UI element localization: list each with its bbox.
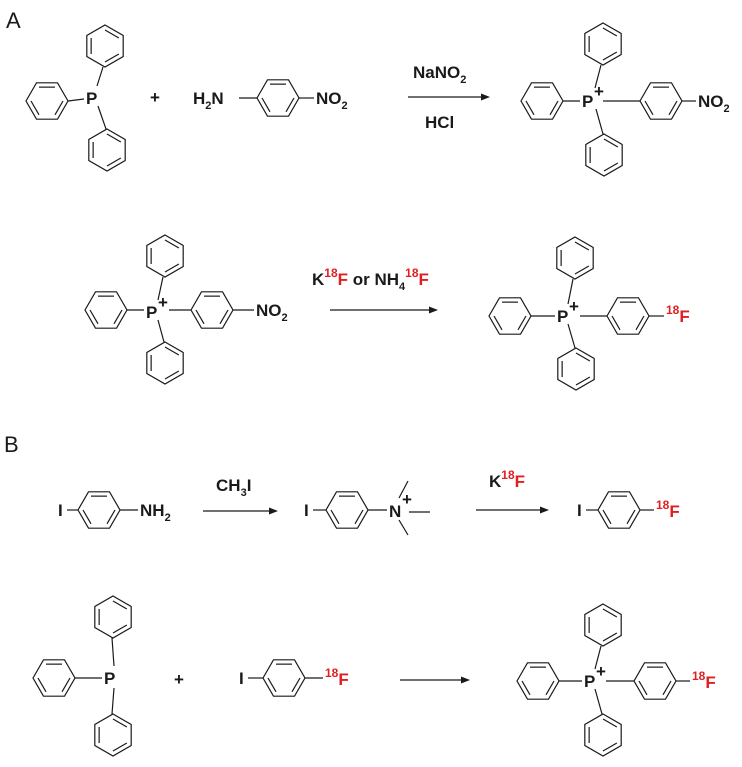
- panel-label-b: B: [4, 432, 19, 457]
- svg-text:NH2: NH2: [140, 501, 171, 524]
- triphenylphosphine-b2: P: [32, 595, 132, 757]
- reaction-arrow-b3: [400, 676, 470, 684]
- reaction-arrow-a1: NaNO2 HCl: [408, 63, 490, 132]
- svg-text:NO2: NO2: [256, 301, 288, 324]
- svg-text:P: P: [146, 303, 157, 322]
- fluorophenyl-phosphonium-product-a: P + 18F: [488, 236, 690, 391]
- svg-text:18F: 18F: [692, 669, 716, 692]
- atom-p: P: [86, 89, 97, 108]
- svg-text:18F: 18F: [656, 498, 680, 521]
- svg-text:+: +: [158, 293, 168, 312]
- iodoaniline: I NH2: [58, 491, 171, 529]
- svg-text:+: +: [569, 297, 579, 316]
- svg-text:N: N: [389, 502, 401, 521]
- svg-text:I: I: [577, 501, 582, 520]
- svg-text:K18F: K18F: [489, 468, 525, 491]
- plus-sign: +: [150, 88, 160, 107]
- reaction-arrow-a2: K18F or NH418F: [312, 266, 438, 314]
- svg-text:+: +: [402, 490, 412, 509]
- fluoro-iodobenzene-product: I 18F: [577, 491, 680, 529]
- svg-text:CH3I: CH3I: [216, 476, 251, 499]
- svg-text:18F: 18F: [666, 303, 690, 326]
- svg-text:I: I: [239, 669, 244, 688]
- svg-text:K18F or NH418F: K18F or NH418F: [312, 266, 429, 293]
- svg-text:P: P: [104, 669, 115, 688]
- reaction-arrow-b1: CH3I: [203, 476, 278, 515]
- svg-text:P: P: [584, 672, 595, 691]
- svg-text:H2N: H2N: [193, 89, 224, 112]
- svg-text:HCl: HCl: [425, 113, 454, 132]
- triphenylphosphine-a1: P: [25, 24, 126, 172]
- panel-label-a: A: [6, 8, 21, 33]
- nitrophenyl-phosphonium-reactant: P + NO2: [84, 234, 288, 385]
- svg-text:NaNO2: NaNO2: [413, 63, 466, 86]
- svg-text:I: I: [58, 501, 63, 520]
- svg-text:+: +: [594, 82, 604, 101]
- svg-text:P: P: [557, 307, 568, 326]
- fluorophenyl-phosphonium-product-b: P + 18F: [516, 603, 716, 757]
- svg-text:+: +: [596, 662, 606, 681]
- svg-text:P: P: [582, 92, 593, 111]
- fluoro-iodobenzene-reactant: I 18F: [239, 659, 349, 697]
- nitroaniline: H2N NO2: [193, 79, 348, 117]
- nitrophenyl-phosphonium-product: P + NO2: [520, 22, 730, 177]
- svg-text:18F: 18F: [325, 666, 349, 689]
- svg-text:NO2: NO2: [316, 89, 348, 112]
- svg-text:I: I: [304, 501, 309, 520]
- svg-text:NO2: NO2: [698, 92, 730, 115]
- reaction-arrow-b2: K18F: [476, 468, 549, 514]
- plus-sign-b: +: [174, 670, 184, 689]
- iodophenyl-trimethylammonium: I N +: [304, 480, 430, 536]
